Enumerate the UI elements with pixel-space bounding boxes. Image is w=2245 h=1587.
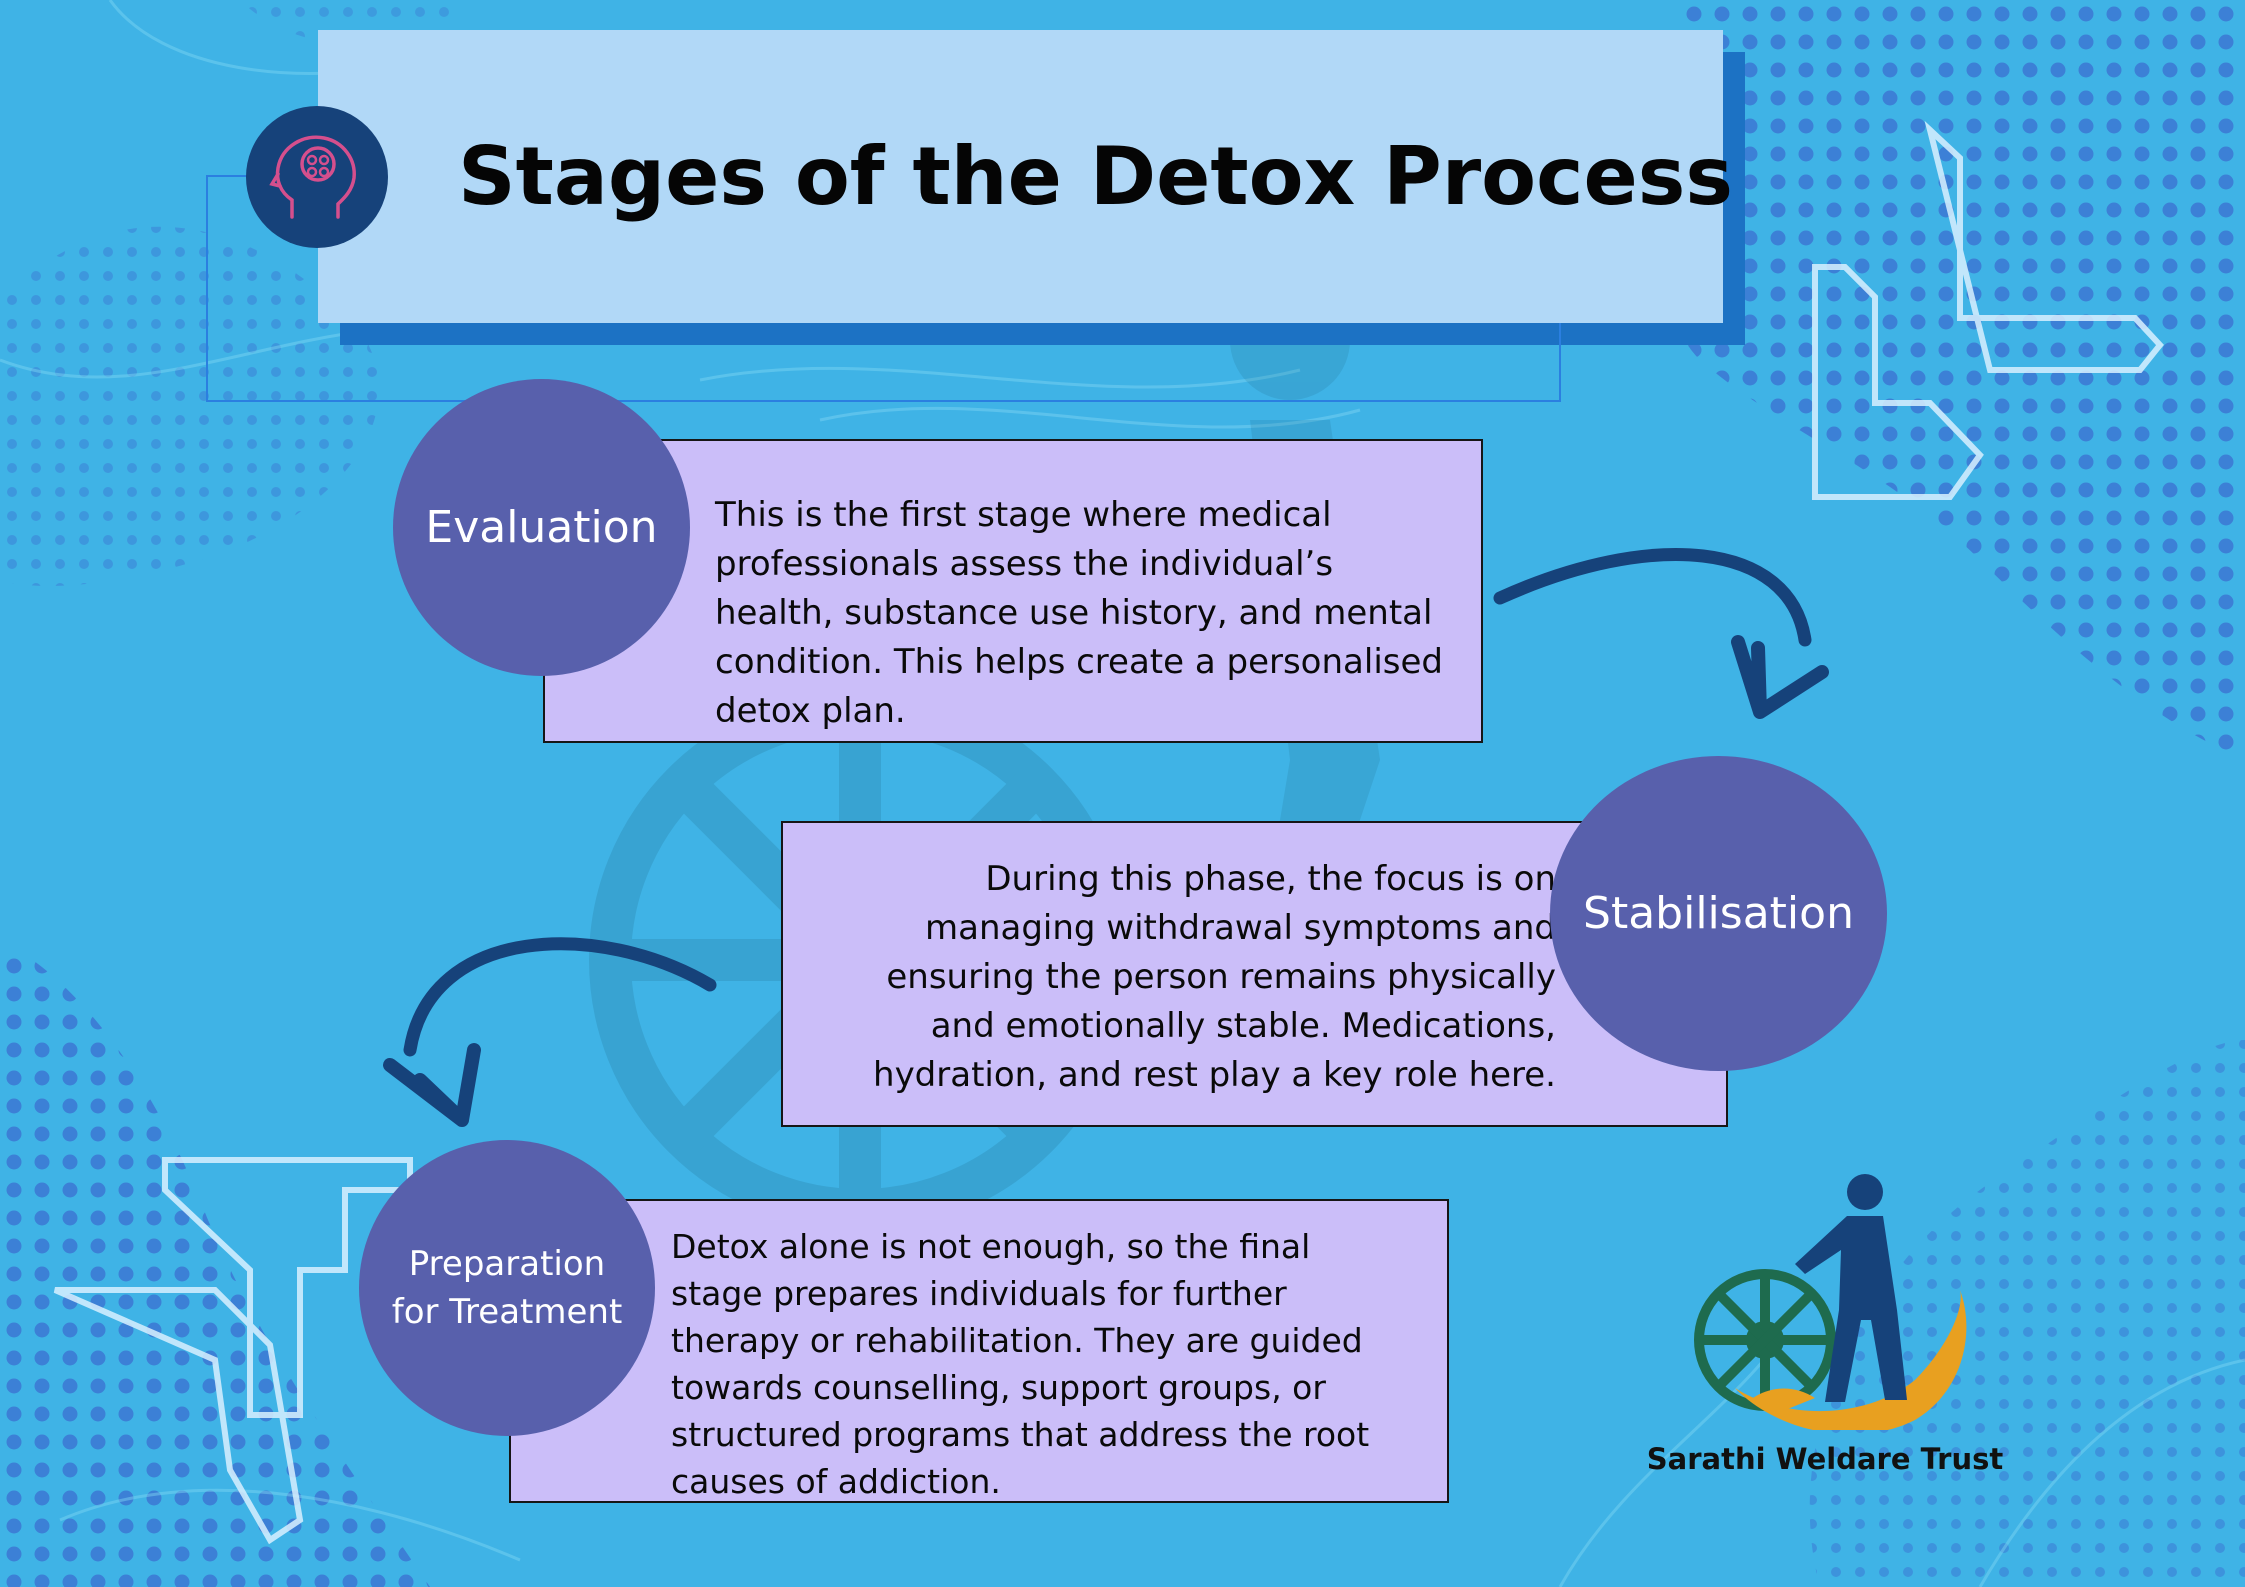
title-panel: Stages of the Detox Process xyxy=(318,30,1733,323)
stage-label: Evaluation xyxy=(425,502,658,553)
stage-label: Preparation for Treatment xyxy=(391,1244,623,1332)
stage-circle-evaluation: Evaluation xyxy=(393,379,690,676)
stage-circle-preparation: Preparation for Treatment xyxy=(359,1140,655,1436)
curved-arrow-icon xyxy=(383,937,717,1127)
stage-circle-stabilisation: Stabilisation xyxy=(1550,756,1887,1071)
sarathi-logo xyxy=(1694,1174,1967,1430)
stage-description-evaluation: This is the first stage where medical pr… xyxy=(543,439,1483,743)
page-title: Stages of the Detox Process xyxy=(457,130,1734,223)
stage-description-preparation: Detox alone is not enough, so the final … xyxy=(509,1199,1449,1503)
curved-arrow-icon xyxy=(1493,547,1829,719)
stage-label: Stabilisation xyxy=(1583,888,1854,939)
brain-icon xyxy=(246,106,388,248)
organization-name: Sarathi Weldare Trust xyxy=(1646,1442,2004,1476)
